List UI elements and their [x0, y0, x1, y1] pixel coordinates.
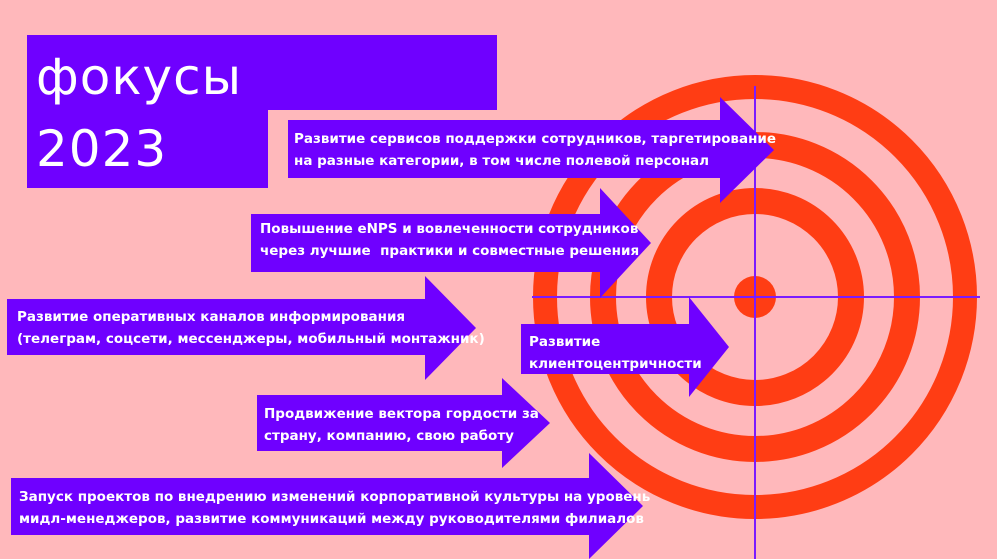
arrow-support-services-text: Развитие сервисов поддержки сотрудников,… [294, 131, 777, 169]
title-line-1: фокусы [36, 48, 243, 106]
arrow-client-centricity-text: Развитие клиентоцентричности [529, 334, 702, 372]
arrow-pride-vector-text: Продвижение вектора гордости за страну, … [264, 406, 539, 444]
title-box-lower [27, 110, 268, 188]
arrow-enps-text: Повышение eNPS и вовлеченности сотрудник… [260, 221, 640, 259]
title-box [27, 35, 497, 110]
arrow-corporate-culture-text: Запуск проектов по внедрению изменений к… [19, 489, 651, 527]
arrow-info-channels-text: Развитие оперативных каналов информирова… [17, 309, 485, 347]
title-line-2: 2023 [36, 120, 168, 178]
